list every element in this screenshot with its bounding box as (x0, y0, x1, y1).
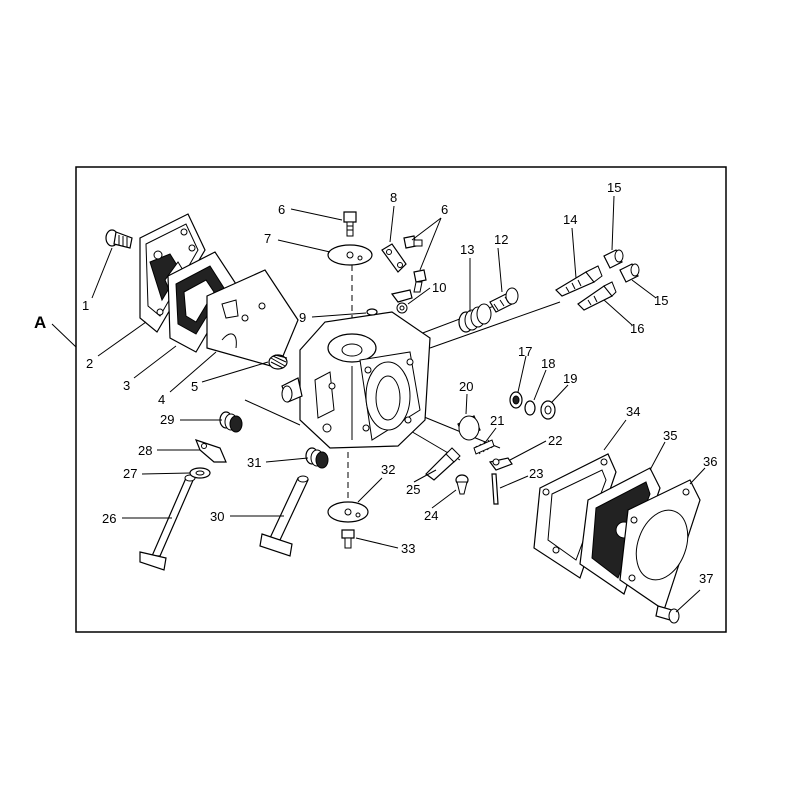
callout-13: 13 (460, 242, 474, 257)
part-16-needle (577, 281, 617, 311)
callout-36: 36 (703, 454, 717, 469)
part-6-screw-top (343, 211, 357, 237)
callout-4: 4 (158, 392, 165, 407)
part-33-screw (341, 529, 355, 549)
callout-34: 34 (626, 404, 640, 419)
callout-14: 14 (563, 212, 577, 227)
part-3-gasket (167, 251, 237, 353)
callout-26: 26 (102, 511, 116, 526)
part-13-spring (458, 303, 492, 333)
part-34-gasket (533, 453, 617, 579)
part-25-needle-valve (425, 447, 461, 481)
part-carburetor-body (281, 311, 431, 449)
section-leader-line (51, 323, 77, 348)
part-5-screen (268, 354, 288, 370)
callout-7: 7 (264, 231, 271, 246)
callout-31: 31 (247, 455, 261, 470)
part-36-cover (619, 479, 701, 611)
part-6-screw-right-b (413, 269, 427, 293)
callout-33: 33 (401, 541, 415, 556)
callout-9: 9 (299, 310, 306, 325)
part-12-plug (489, 287, 519, 313)
part-4-diaphragm (206, 269, 299, 369)
axis-line-main (429, 301, 561, 349)
part-8-lever (381, 243, 407, 273)
part-24-screw (455, 474, 469, 495)
callout-28: 28 (138, 443, 152, 458)
part-15-cap-lower (619, 263, 640, 283)
part-37-screw (655, 605, 680, 624)
callout-35: 35 (663, 428, 677, 443)
callout-6-right: 6 (441, 202, 448, 217)
callout-16: 16 (630, 321, 644, 336)
callout-1: 1 (82, 298, 89, 313)
part-31-spring (305, 447, 329, 469)
callout-labels: A 1 2 3 4 5 6 6 7 8 9 10 12 13 14 15 15 … (34, 180, 717, 586)
callout-17: 17 (518, 344, 532, 359)
callout-12: 12 (494, 232, 508, 247)
callout-19: 19 (563, 371, 577, 386)
part-9-clip (366, 308, 378, 316)
callout-3: 3 (123, 378, 130, 393)
part-1-screw (105, 229, 133, 249)
leader-lines (91, 195, 706, 613)
part-29-spring (219, 411, 243, 433)
callout-29: 29 (160, 412, 174, 427)
section-label: A (34, 313, 46, 332)
part-15-cap-upper (603, 249, 624, 269)
callout-15-top: 15 (607, 180, 621, 195)
callout-5: 5 (191, 379, 198, 394)
callout-22: 22 (548, 433, 562, 448)
part-20-plug (457, 415, 481, 441)
parts-drawing (105, 211, 701, 624)
part-7-throttle-plate (327, 244, 373, 266)
part-22-arm (488, 457, 513, 471)
part-32-throttle-plate (327, 501, 369, 523)
part-21-spring (473, 439, 495, 455)
callout-20: 20 (459, 379, 473, 394)
callout-8: 8 (390, 190, 397, 205)
callout-37: 37 (699, 571, 713, 586)
callout-6-top: 6 (278, 202, 285, 217)
callout-30: 30 (210, 509, 224, 524)
callout-10: 10 (432, 280, 446, 295)
part-30-throttle-shaft (259, 475, 309, 557)
diagram-frame (75, 166, 727, 633)
part-6-screw-right-a (403, 235, 423, 249)
callout-27: 27 (123, 466, 137, 481)
part-18-o-ring (524, 400, 536, 416)
part-26-choke-shaft (139, 474, 196, 571)
callout-2: 2 (86, 356, 93, 371)
part-17-retainer (509, 391, 523, 409)
callout-18: 18 (541, 356, 555, 371)
callout-25: 25 (406, 482, 420, 497)
part-10-needle-arm (390, 289, 413, 314)
callout-23: 23 (529, 466, 543, 481)
callout-15-right: 15 (654, 293, 668, 308)
part-19-seat (540, 400, 556, 420)
part-28-choke-lever (194, 439, 227, 463)
callout-24: 24 (424, 508, 438, 523)
callout-32: 32 (381, 462, 395, 477)
part-23-pin (491, 473, 499, 505)
callout-21: 21 (490, 413, 504, 428)
part-27-washer (189, 467, 211, 479)
axis-line-left (244, 399, 301, 426)
